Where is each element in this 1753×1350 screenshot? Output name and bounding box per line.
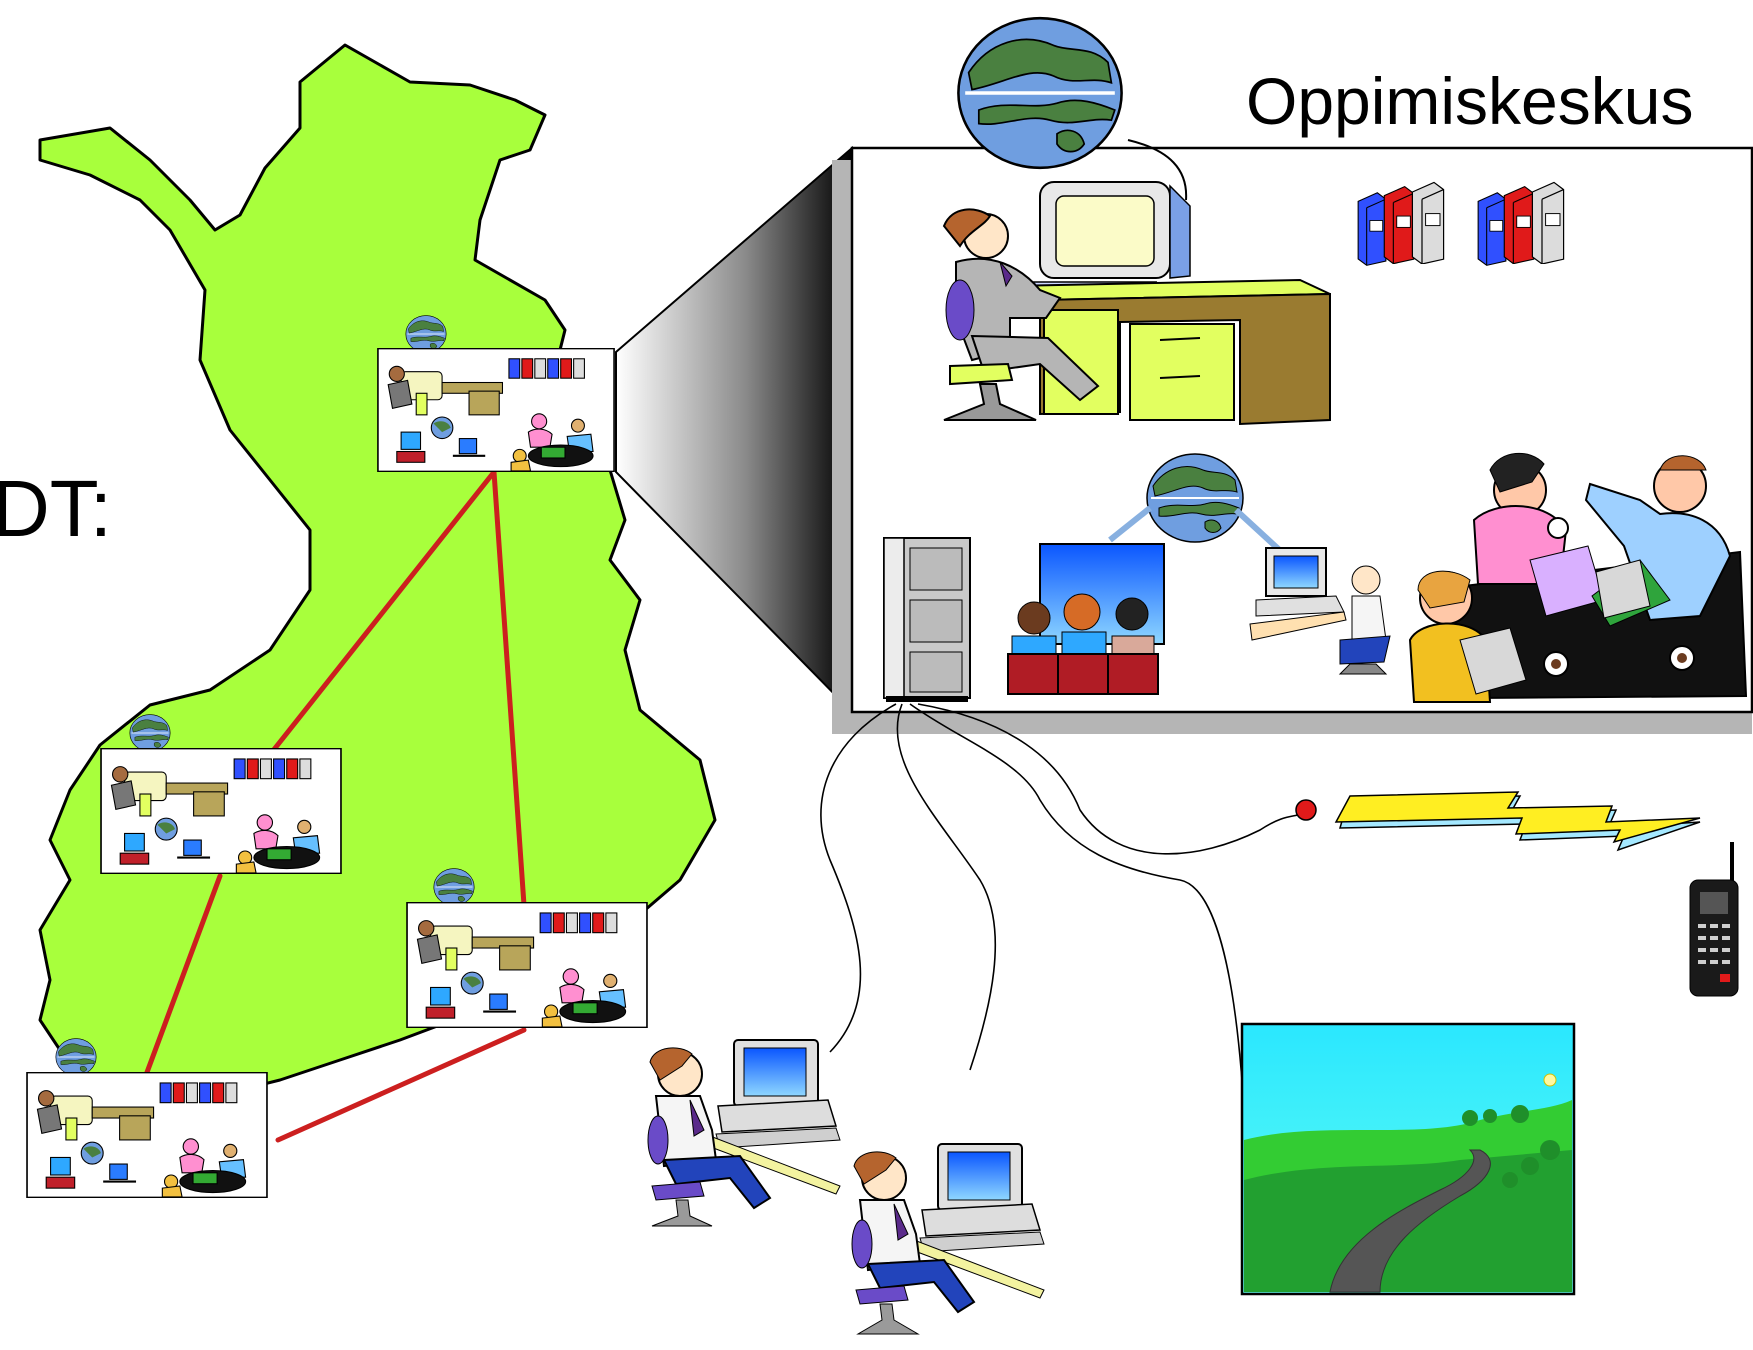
computer-workstation-icon [942,181,1331,426]
landscape-road-icon [1240,1022,1576,1296]
network-links [143,469,527,1143]
mobile-phone-icon [1689,842,1739,997]
left-heading-fragment: DT: [0,464,112,553]
globe-icon [433,867,475,907]
remote-user-1 [647,1039,841,1227]
network-cables [820,703,1303,1081]
link-east-southwest [275,1027,527,1143]
link-north-east [491,469,527,908]
remote-student-icon [1249,547,1391,675]
server-tower-icon [883,537,971,702]
learning-center-title: Oppimiskeskus [1246,64,1693,138]
remote-user-2 [851,1143,1045,1335]
globe-icon [129,713,171,753]
globe-icon [405,314,447,354]
globe-icon [55,1037,97,1077]
globe-icon [958,18,1188,201]
zoom-beam [615,145,853,715]
meeting-icon [1408,452,1748,703]
transmitter-dot-icon [1295,799,1317,821]
link-north-west [269,469,497,755]
classroom-icon [1007,452,1289,695]
wireless-lightning-icon [1334,791,1701,852]
link-west-southwest [143,873,223,1078]
